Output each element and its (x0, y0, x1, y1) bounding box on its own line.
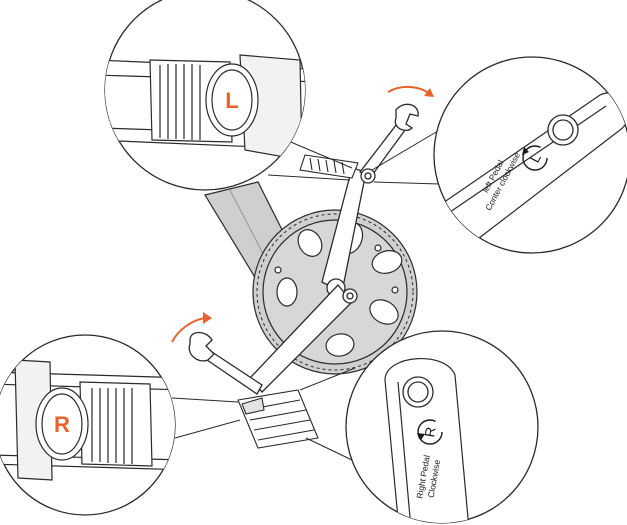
crank-arm-lower (249, 284, 358, 393)
left-axle-letter: L (225, 88, 238, 113)
callout-leaders (171, 127, 444, 461)
upper-wrench (359, 103, 419, 184)
lower-wrench (188, 331, 263, 395)
upper-pedal (299, 154, 359, 179)
right-axle-letter: R (54, 412, 70, 437)
top-orange-curved-arrow-icon (387, 86, 434, 97)
callout-left-axle: L (104, 0, 306, 191)
callout-right-pedal-crank: Right Pedal Clockwise R (345, 330, 539, 524)
callout-left-pedal-crank: left Pedal Conter clockwise L (433, 56, 627, 254)
right-crank-bolt (402, 376, 434, 408)
lower-pedal (237, 389, 319, 449)
bottom-orange-curved-arrow-icon (171, 312, 212, 343)
clockwise-arrow-icon: R (417, 419, 443, 445)
callout-right-axle: R (0, 334, 176, 516)
right-rotation-letter: R (421, 426, 439, 439)
left-crank-bolt (547, 114, 579, 146)
